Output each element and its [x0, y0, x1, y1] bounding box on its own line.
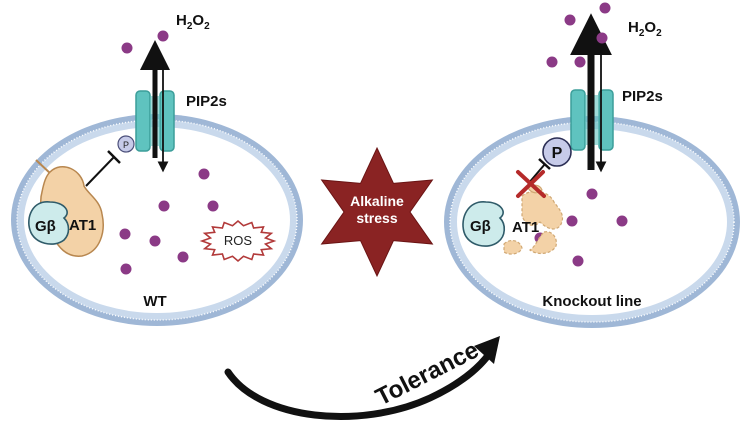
wt-inhibition-bar: [107, 150, 121, 164]
h2o2-molecule: [149, 235, 161, 247]
knockout-at1-fragmented: [503, 184, 564, 255]
h2o2-molecule: [616, 215, 628, 227]
h2o2-molecule: [207, 200, 219, 212]
h2o2-molecule: [121, 42, 133, 54]
h2o2-molecule: [574, 56, 586, 68]
h2o2-molecule: [120, 263, 132, 275]
alkaline-stress-star-icon: Alkaline stress: [320, 146, 434, 278]
knockout-h2o2-label: H2O2: [628, 19, 662, 39]
h2o2-molecule: [596, 32, 608, 44]
wt-inhibition-line: [85, 156, 115, 187]
h2o2-molecule: [546, 56, 558, 68]
wt-pip2s-label: PIP2s: [186, 93, 227, 110]
h2o2-molecule: [586, 188, 598, 200]
tolerance-arrow: [224, 346, 496, 420]
wt-cell-interior: [24, 127, 290, 313]
h2o2-molecule: [177, 251, 189, 263]
svg-text:ROS: ROS: [224, 233, 253, 248]
knockout-inhibition-bar: [538, 158, 551, 170]
h2o2-molecule: [599, 2, 611, 14]
knockout-phosphate-icon: P: [542, 137, 572, 167]
h2o2-molecule: [158, 200, 170, 212]
knockout-inhibition-line: [527, 163, 546, 185]
knockout-cell: [444, 116, 740, 328]
knockout-gbeta-label: Gβ: [470, 218, 491, 235]
h2o2-molecule: [157, 30, 169, 42]
wt-h2o2-label: H2O2: [176, 12, 210, 32]
svg-text:P: P: [123, 140, 129, 150]
ros-burst-icon: ROS: [199, 219, 277, 263]
h2o2-molecule: [198, 168, 210, 180]
svg-text:P: P: [552, 145, 563, 162]
wt-at1-label: AT1: [69, 217, 96, 234]
knockout-pip2s-label: PIP2s: [622, 88, 663, 105]
stress-label-line2: stress: [356, 210, 397, 226]
stress-label-line1: Alkaline: [350, 193, 404, 209]
h2o2-molecule: [119, 228, 131, 240]
knockout-gbeta-protein: [462, 201, 506, 247]
wt-phosphate-icon: P: [117, 135, 135, 153]
wt-gbeta-protein: [28, 201, 70, 245]
wt-genotype-label: WT: [143, 293, 166, 310]
h2o2-molecule: [564, 14, 576, 26]
wt-cell: [11, 114, 303, 326]
block-x-icon: [516, 170, 546, 198]
knockout-at1-label: AT1: [512, 219, 539, 236]
h2o2-molecule: [572, 255, 584, 267]
h2o2-molecule: [566, 215, 578, 227]
wt-gbeta-label: Gβ: [35, 218, 56, 235]
tolerance-arrow-head: [474, 336, 500, 364]
knockout-genotype-label: Knockout line: [542, 293, 641, 310]
